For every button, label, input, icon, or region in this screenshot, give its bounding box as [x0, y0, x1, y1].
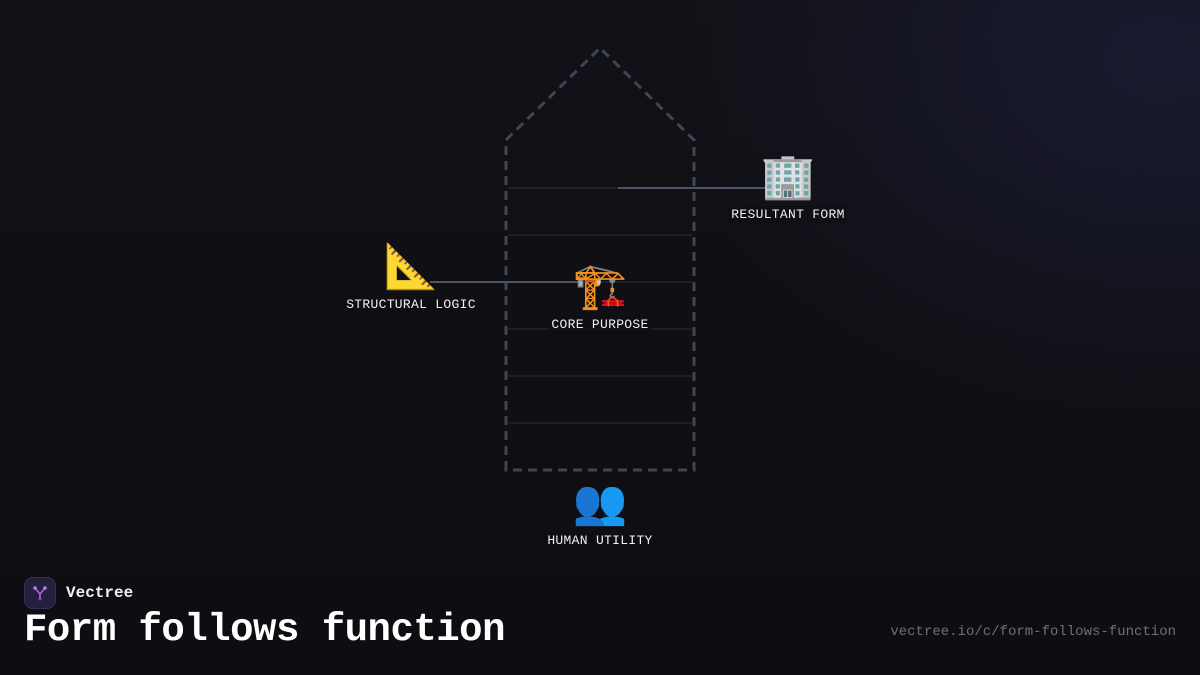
node-label: CORE PURPOSE [547, 316, 653, 333]
node-resultant-form: 🏢 RESULTANT FORM [727, 151, 849, 223]
node-label: HUMAN UTILITY [543, 532, 657, 549]
node-human-utility: 👥 HUMAN UTILITY [543, 477, 657, 549]
node-structural-logic: 📐 STRUCTURAL LOGIC [342, 242, 480, 313]
tree-branch-icon [33, 586, 47, 601]
page-title: Form follows function [24, 608, 505, 652]
brand-name: Vectree [66, 584, 134, 602]
node-label: RESULTANT FORM [727, 206, 849, 223]
house-outline [504, 45, 696, 472]
node-label: STRUCTURAL LOGIC [342, 296, 480, 313]
construction-crane-icon: 🏗️ [572, 261, 628, 312]
node-core-purpose: 🏗️ CORE PURPOSE [547, 261, 653, 333]
office-building-icon: 🏢 [760, 151, 816, 202]
brand[interactable]: Vectree [24, 577, 133, 609]
page-url[interactable]: vectree.io/c/form-follows-function [890, 624, 1176, 640]
brand-logo [24, 577, 56, 609]
triangle-ruler-icon: 📐 [383, 241, 439, 292]
people-icon: 👥 [572, 477, 628, 528]
